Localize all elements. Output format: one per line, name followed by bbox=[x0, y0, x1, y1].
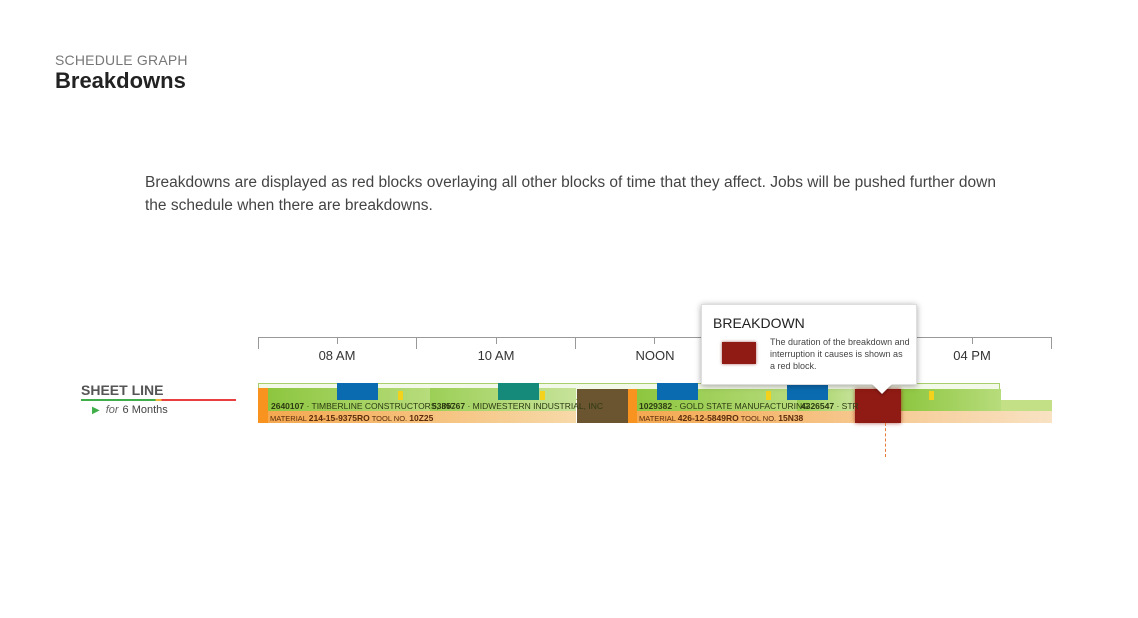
material-edge bbox=[628, 389, 637, 423]
marker bbox=[398, 391, 403, 400]
job-block[interactable] bbox=[901, 389, 1001, 411]
breakdown-block[interactable] bbox=[855, 389, 901, 423]
axis-label-04pm: 04 PM bbox=[953, 348, 991, 363]
breakdown-marker-line bbox=[885, 423, 886, 457]
marker bbox=[929, 391, 934, 400]
tooltip-title: BREAKDOWN bbox=[713, 315, 805, 331]
job-block[interactable] bbox=[1001, 400, 1052, 411]
setup-block[interactable] bbox=[657, 383, 698, 400]
duration-value: 6 Months bbox=[122, 404, 168, 416]
setup-block[interactable] bbox=[498, 383, 539, 400]
breakdown-swatch bbox=[722, 342, 756, 364]
axis-tick bbox=[496, 338, 497, 344]
axis-tick bbox=[258, 338, 259, 349]
schedule-track: 2640107 · TIMBERLINE CONSTRUCTORS, INC 5… bbox=[258, 383, 1052, 423]
job-label: 2640107 · TIMBERLINE CONSTRUCTORS, INC bbox=[271, 401, 456, 411]
job-label: 5385767 · MIDWESTERN INDUSTRIAL, INC bbox=[432, 401, 603, 411]
axis-label-08am: 08 AM bbox=[318, 348, 356, 363]
job-label: 4326547 · STR bbox=[801, 401, 859, 411]
section-kicker: SCHEDULE GRAPH bbox=[55, 52, 188, 68]
axis-tick bbox=[972, 338, 973, 344]
material-block[interactable] bbox=[637, 411, 1052, 423]
material-edge bbox=[258, 388, 268, 423]
tooltip-text: The duration of the breakdown and interr… bbox=[770, 337, 910, 371]
breakdown-tooltip: BREAKDOWN The duration of the breakdown … bbox=[701, 304, 917, 385]
axis-label-10am: 10 AM bbox=[477, 348, 515, 363]
line-status-underline bbox=[81, 399, 236, 401]
for-label: for bbox=[105, 404, 119, 416]
idle-block[interactable] bbox=[577, 389, 628, 423]
setup-block[interactable] bbox=[337, 383, 378, 400]
description-text: Breakdowns are displayed as red blocks o… bbox=[145, 174, 996, 214]
marker bbox=[766, 391, 771, 400]
marker bbox=[540, 391, 545, 400]
axis-tick bbox=[654, 338, 655, 344]
axis-tick bbox=[1051, 338, 1052, 349]
axis-label-noon: NOON bbox=[635, 348, 675, 363]
axis-tick bbox=[337, 338, 338, 344]
line-name[interactable]: SHEET LINE bbox=[81, 382, 164, 398]
material-block[interactable] bbox=[268, 411, 576, 423]
play-icon[interactable]: ▶ bbox=[92, 405, 100, 416]
setup-block[interactable] bbox=[787, 383, 828, 400]
job-label: 1029382 · GOLD STATE MANUFACTURING bbox=[639, 401, 809, 411]
page-title: Breakdowns bbox=[55, 68, 186, 93]
material-label: MATERIAL 426-12-5849RO TOOL NO. 15N38 bbox=[639, 413, 804, 423]
axis-tick bbox=[416, 338, 417, 349]
axis-tick bbox=[575, 338, 576, 349]
material-label: MATERIAL 214-15-9375RO TOOL NO. 10Z25 bbox=[270, 413, 434, 423]
